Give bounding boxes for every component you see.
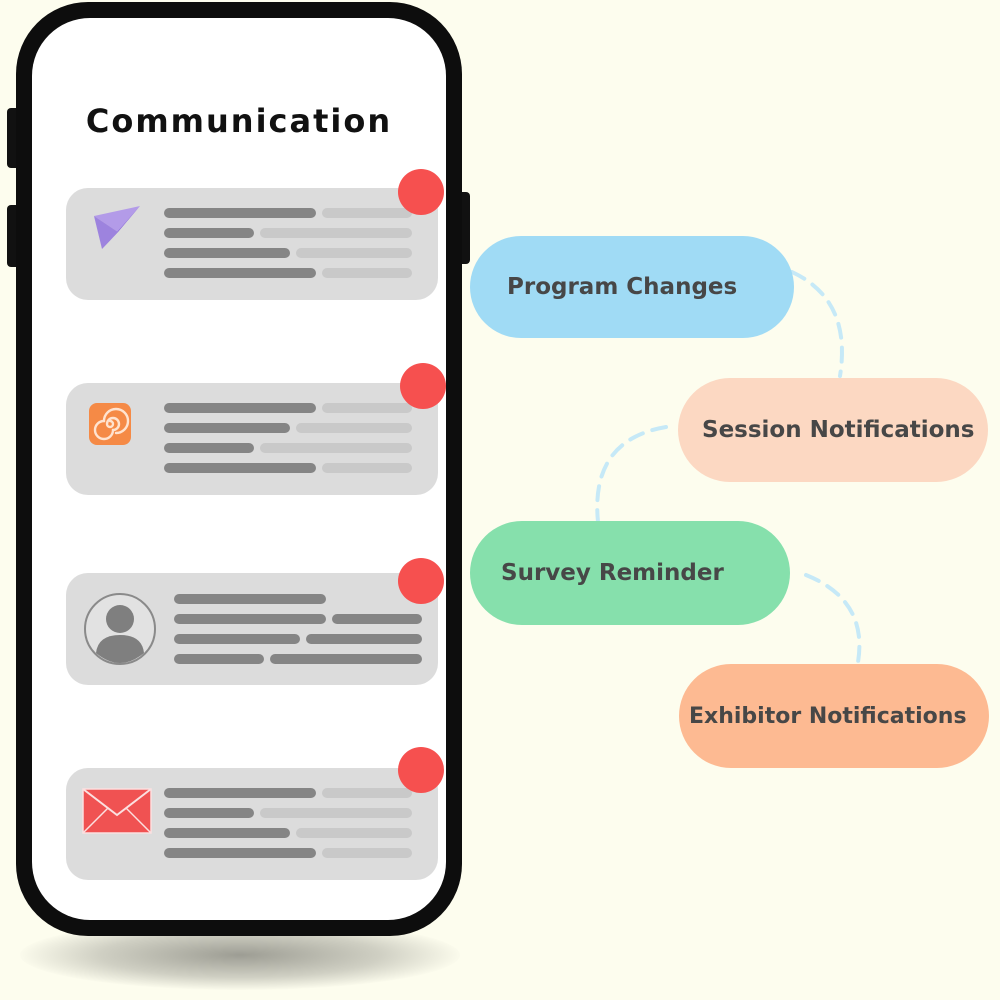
text-line xyxy=(164,208,316,218)
text-line xyxy=(332,614,422,624)
text-line xyxy=(164,848,316,858)
node-label: Session Notifications xyxy=(702,417,975,443)
text-line xyxy=(296,423,412,433)
text-line xyxy=(164,423,290,433)
node-session-notifications: Session Notifications xyxy=(678,378,988,482)
notification-card-1[interactable] xyxy=(66,188,438,300)
notification-card-4[interactable] xyxy=(66,768,438,880)
text-line xyxy=(306,634,422,644)
text-line xyxy=(164,268,316,278)
node-label: Survey Reminder xyxy=(501,560,724,586)
spiral-app-icon xyxy=(89,403,131,445)
text-line xyxy=(322,463,412,473)
text-line xyxy=(270,654,422,664)
connector-session-to-survey xyxy=(595,425,668,524)
text-line xyxy=(322,848,412,858)
text-line xyxy=(260,443,412,453)
notification-card-2[interactable] xyxy=(66,383,438,495)
node-program-changes: Program Changes xyxy=(470,236,794,338)
text-line xyxy=(164,248,290,258)
screen-title: Communication xyxy=(85,102,393,140)
text-line xyxy=(296,248,412,258)
text-line xyxy=(322,403,412,413)
text-line xyxy=(174,594,326,604)
connector-survey-to-exhibitor xyxy=(804,573,862,664)
text-line xyxy=(296,828,412,838)
text-line xyxy=(260,808,412,818)
text-line xyxy=(174,634,300,644)
text-line xyxy=(164,228,254,238)
text-line xyxy=(174,614,326,624)
user-avatar-icon xyxy=(84,593,156,665)
phone-frame: Communication xyxy=(16,2,462,936)
text-line xyxy=(322,208,412,218)
text-line xyxy=(322,268,412,278)
connector-program-to-session xyxy=(790,270,844,378)
text-line xyxy=(174,654,264,664)
text-line xyxy=(260,228,412,238)
node-survey-reminder: Survey Reminder xyxy=(470,521,790,625)
phone-screen: Communication xyxy=(32,18,446,920)
node-exhibitor-notifications: Exhibitor Notifications xyxy=(679,664,989,768)
node-label: Program Changes xyxy=(507,274,738,300)
text-line xyxy=(322,788,412,798)
text-line xyxy=(164,463,316,473)
envelope-icon xyxy=(82,788,152,834)
notification-badge-3 xyxy=(398,558,444,604)
notification-badge-4 xyxy=(398,747,444,793)
text-line xyxy=(164,443,254,453)
notification-card-3[interactable] xyxy=(66,573,438,685)
notification-badge-2 xyxy=(400,363,446,409)
text-line xyxy=(164,828,290,838)
notification-badge-1 xyxy=(398,169,444,215)
text-line xyxy=(164,808,254,818)
text-line xyxy=(164,788,316,798)
node-label: Exhibitor Notifications xyxy=(689,703,967,729)
text-line xyxy=(164,403,316,413)
paper-plane-icon xyxy=(94,206,140,249)
